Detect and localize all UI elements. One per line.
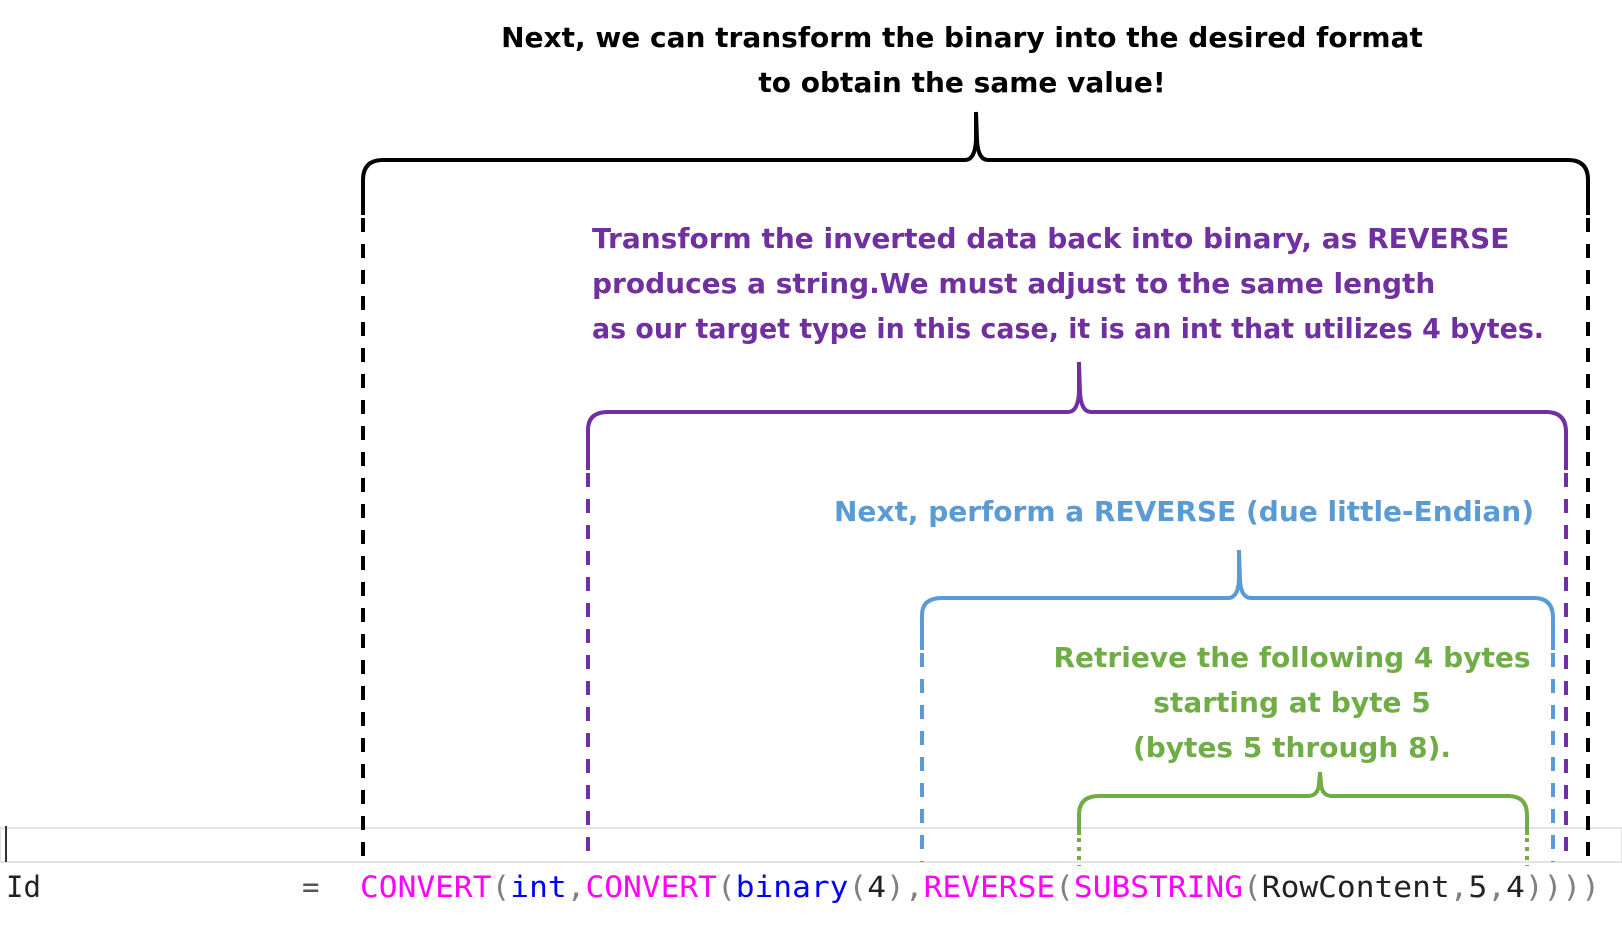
token-rowcontent: RowContent	[1262, 870, 1450, 904]
convert-binary-annotation-line3: as our target type in this case, it is a…	[592, 312, 1544, 345]
token-paren: (	[717, 870, 736, 904]
convert-binary-brace	[586, 361, 1568, 470]
reverse-annotation-line1: Next, perform a REVERSE (due little-Endi…	[834, 495, 1534, 528]
outer-bracket	[361, 111, 1590, 862]
token-paren: (	[1055, 870, 1074, 904]
outer-annotation-line2: to obtain the same value!	[758, 66, 1165, 99]
token-comma: ,	[1487, 870, 1506, 904]
token-binary: binary	[736, 870, 849, 904]
token-reverse: REVERSE	[924, 870, 1055, 904]
substring-brace	[1077, 771, 1529, 835]
code-equals: =	[302, 870, 319, 904]
token-comma: ,	[905, 870, 924, 904]
substring-annotation-line1: Retrieve the following 4 bytes	[1054, 641, 1531, 674]
substring-annotation-line2: starting at byte 5	[1153, 686, 1430, 719]
substring-bracket	[1077, 771, 1529, 866]
token-paren: (	[848, 870, 867, 904]
convert-binary-annotation-line2: produces a string.We must adjust to the …	[592, 267, 1435, 300]
outer-annotation-line1: Next, we can transform the binary into t…	[501, 21, 1423, 54]
token-comma: ,	[1450, 870, 1469, 904]
token-length: 4	[867, 870, 886, 904]
convert-binary-bracket	[586, 361, 1568, 862]
token-int: int	[510, 870, 566, 904]
token-paren: (	[1243, 870, 1262, 904]
sql-expression: CONVERT(int,CONVERT(binary(4),REVERSE(SU…	[360, 870, 1600, 904]
convert-binary-annotation-line1: Transform the inverted data back into bi…	[592, 222, 1509, 255]
token-paren: )	[886, 870, 905, 904]
token-convert-outer: CONVERT	[360, 870, 491, 904]
code-column-name: Id	[6, 870, 41, 904]
editor-current-line	[0, 827, 1622, 863]
token-paren: (	[491, 870, 510, 904]
substring-annotation-line3: (bytes 5 through 8).	[1133, 731, 1451, 764]
token-comma: ,	[567, 870, 586, 904]
token-closing-parens: ))))	[1525, 870, 1600, 904]
token-start: 5	[1468, 870, 1487, 904]
token-substring: SUBSTRING	[1074, 870, 1243, 904]
reverse-brace	[920, 549, 1555, 650]
reverse-bracket	[920, 549, 1555, 862]
token-count: 4	[1506, 870, 1525, 904]
token-convert-inner: CONVERT	[585, 870, 716, 904]
outer-brace	[361, 111, 1590, 215]
